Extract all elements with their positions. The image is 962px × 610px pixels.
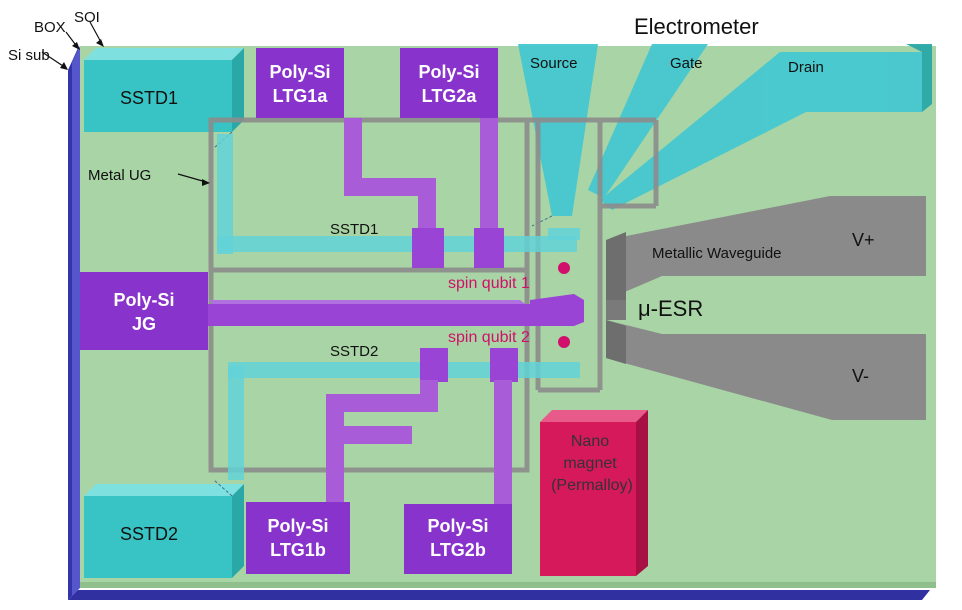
- nanomagnet: [540, 410, 648, 576]
- ltg2b-label-line1: Poly-Si: [427, 516, 488, 536]
- ltg1b-label-line2: LTG1b: [270, 540, 326, 560]
- ltg1a-label-line1: Poly-Si: [269, 62, 330, 82]
- ltg1a-gate: [256, 48, 444, 268]
- sstd2-channel-label: SSTD2: [330, 343, 378, 360]
- spin-qubit-2-dot: [558, 336, 570, 348]
- box-layer: [72, 46, 80, 596]
- sstd1-channel-label: SSTD1: [330, 221, 378, 238]
- ltg1b-gate: [246, 348, 448, 574]
- si-sub-label: Si sub: [8, 47, 50, 64]
- nanomagnet-label-line2: magnet: [563, 455, 617, 472]
- waveguide-bottom: [606, 320, 926, 420]
- nanomagnet-label-line3: (Permalloy): [551, 477, 633, 494]
- spin-qubit-1-label: spin qubit 1: [448, 275, 530, 292]
- ltg2a-label-line1: Poly-Si: [418, 62, 479, 82]
- waveguide-label: Metallic Waveguide: [652, 245, 782, 262]
- nanomagnet-label-line1: Nano: [571, 433, 609, 450]
- waveguide-top: [606, 196, 926, 300]
- annotation-arrows: [41, 21, 210, 186]
- sstd2-pad: [84, 484, 244, 578]
- jg-label-line1: Poly-Si: [113, 290, 174, 310]
- ltg1a-label-line2: LTG1a: [273, 86, 329, 106]
- soi-label: SOI: [74, 9, 100, 26]
- sstd2-pad-label: SSTD2: [120, 524, 178, 544]
- jg-label-line2: JG: [132, 314, 156, 334]
- spin-qubit-2-label: spin qubit 2: [448, 329, 530, 346]
- metallic-waveguide: [606, 196, 926, 420]
- ltg2b-gate: [404, 348, 518, 574]
- v-plus-label: V+: [852, 230, 875, 250]
- sstd1-pad-label: SSTD1: [120, 88, 178, 108]
- v-minus-label: V-: [852, 366, 869, 386]
- jg-gate: [80, 272, 584, 350]
- box-label: BOX: [34, 19, 66, 36]
- metal-ug: [208, 117, 659, 473]
- source-lead: [518, 44, 598, 216]
- ltg2a-label-line2: LTG2a: [422, 86, 478, 106]
- spin-qubit-1-dot: [558, 262, 570, 274]
- sstd1-pad: [84, 48, 244, 132]
- electrometer-label: Electrometer: [634, 14, 759, 39]
- si-substrate-bottom: [68, 590, 930, 600]
- source-label: Source: [530, 55, 578, 72]
- ltg2a-gate: [400, 48, 504, 268]
- ltg2b-label-line2: LTG2b: [430, 540, 486, 560]
- soi-edge: [80, 582, 936, 588]
- drain-lead: [600, 52, 922, 210]
- drain-label: Drain: [788, 59, 824, 76]
- gate-label: Gate: [670, 55, 703, 72]
- ltg1b-label-line1: Poly-Si: [267, 516, 328, 536]
- metal-ug-label: Metal UG: [88, 167, 151, 184]
- mu-esr-label: μ-ESR: [638, 296, 703, 321]
